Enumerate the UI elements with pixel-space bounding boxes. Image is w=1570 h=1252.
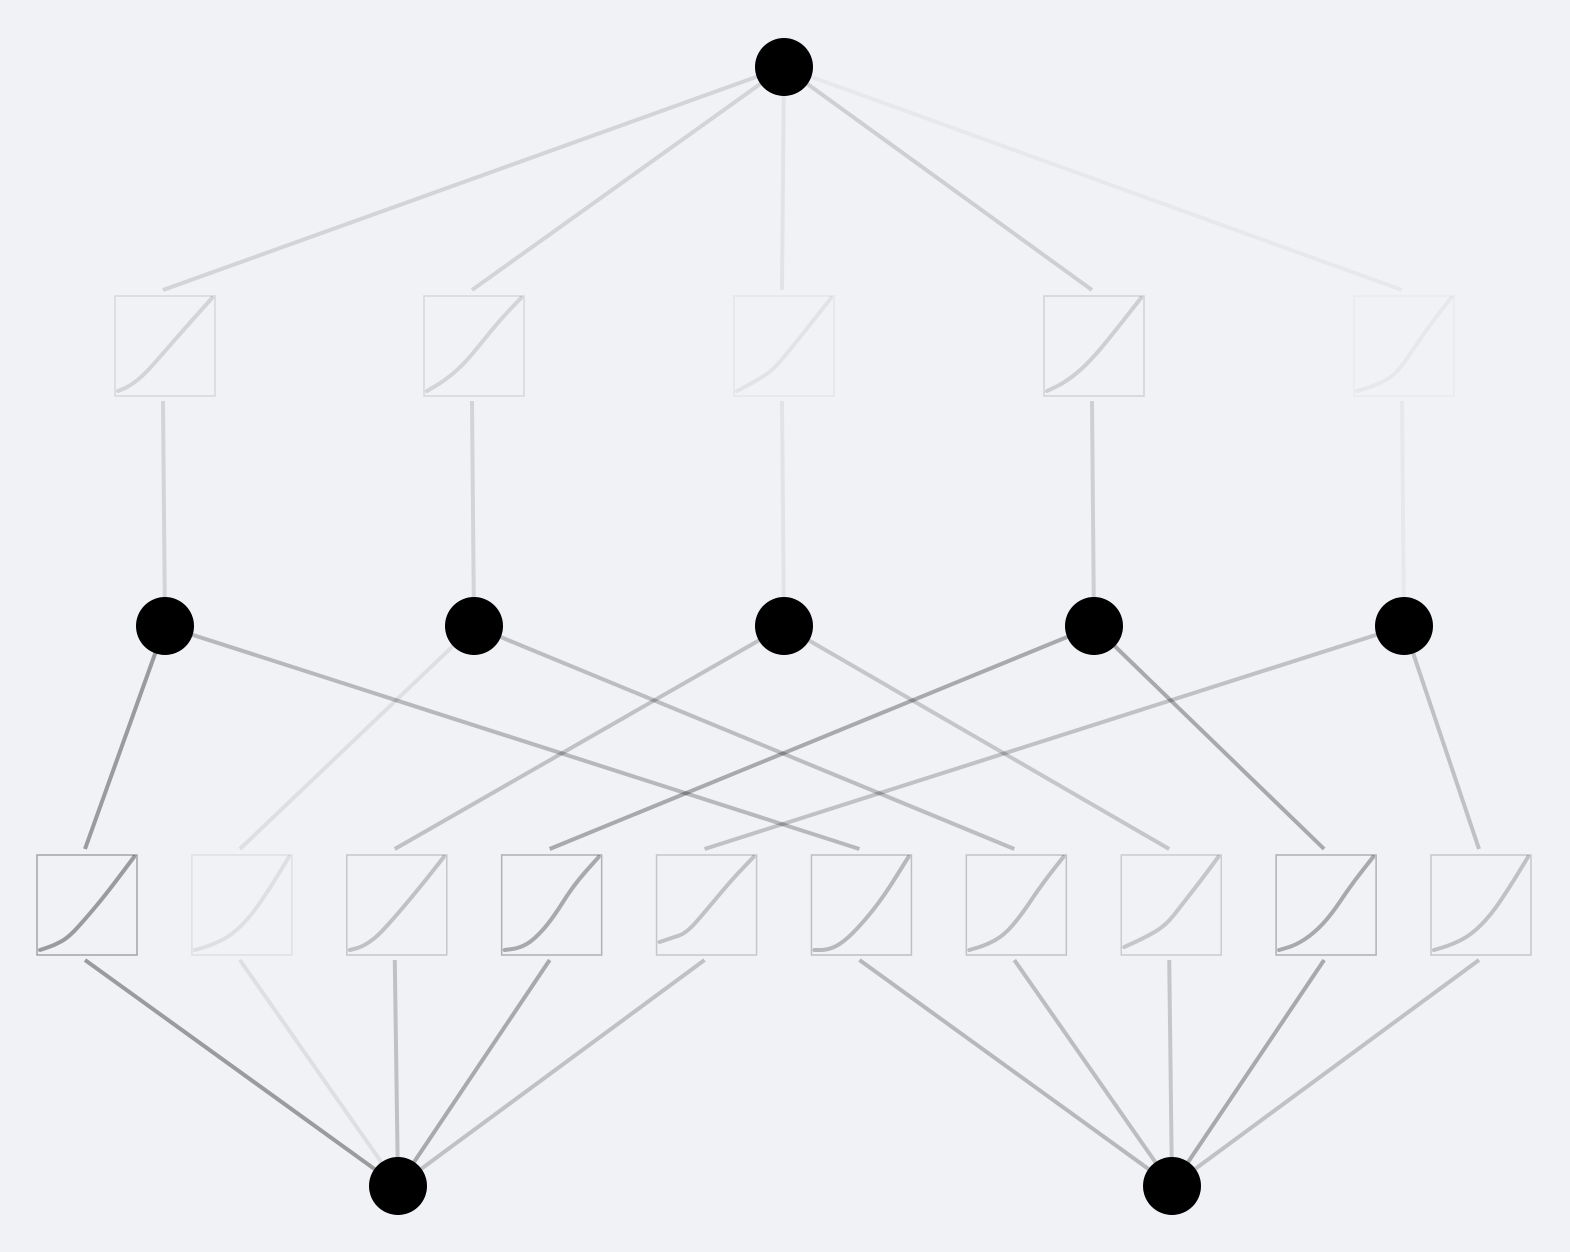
- edge-in: [392, 959, 400, 1187]
- edge-in: [1090, 400, 1096, 627]
- network-node: [755, 597, 813, 655]
- activation-curve: [38, 855, 136, 952]
- edge-in: [161, 400, 167, 627]
- edge-in: [470, 400, 476, 627]
- network-node: [136, 597, 194, 655]
- edge-out: [470, 65, 786, 292]
- activation-box: [346, 854, 448, 956]
- network-node: [369, 1157, 427, 1215]
- activation-curve: [347, 855, 446, 952]
- activation-group: [36, 295, 1532, 956]
- edge-out: [782, 65, 1094, 292]
- activation-box: [1275, 854, 1377, 956]
- activation-curve: [1045, 296, 1143, 393]
- edge-in: [1170, 958, 1326, 1188]
- edge-in: [858, 958, 1174, 1188]
- edge-out: [782, 624, 1171, 851]
- edge-out: [548, 624, 1095, 851]
- edge-out: [1092, 624, 1326, 851]
- activation-box: [810, 854, 913, 956]
- network-node: [755, 38, 813, 96]
- activation-curve: [1355, 296, 1453, 393]
- edge-in: [1167, 959, 1174, 1187]
- edge-group: [83, 65, 1481, 1188]
- activation-curve: [657, 855, 756, 944]
- activation-curve: [812, 855, 911, 952]
- edge-out: [473, 624, 1016, 851]
- activation-box: [1043, 295, 1145, 397]
- activation-box: [965, 854, 1068, 956]
- activation-box: [1430, 854, 1532, 956]
- edge-out: [393, 624, 785, 851]
- edge-in: [1012, 958, 1174, 1188]
- edge-out: [238, 624, 476, 851]
- activation-curve: [735, 296, 833, 393]
- activation-box: [36, 854, 138, 956]
- edge-out: [83, 625, 167, 850]
- edge-in: [1170, 958, 1481, 1188]
- edge-in: [83, 958, 400, 1188]
- activation-curve: [1277, 855, 1376, 952]
- activation-box: [733, 295, 835, 397]
- edge-in: [238, 958, 400, 1188]
- network-node: [1065, 597, 1123, 655]
- activation-curve: [116, 296, 214, 393]
- network-node: [1375, 597, 1433, 655]
- edge-in: [1400, 400, 1406, 627]
- activation-curve: [967, 855, 1066, 952]
- edge-in: [396, 958, 706, 1188]
- edge-in: [396, 958, 552, 1188]
- edge-out: [703, 624, 1405, 851]
- edge-in: [780, 400, 786, 627]
- edge-out: [1402, 625, 1481, 850]
- activation-curve: [502, 855, 601, 952]
- activation-box: [114, 295, 216, 397]
- edge-out: [783, 65, 1403, 292]
- activation-box: [500, 854, 603, 956]
- activation-curve: [425, 296, 523, 393]
- activation-curve: [1122, 855, 1221, 949]
- edge-out: [162, 65, 785, 292]
- edge-out: [164, 624, 861, 851]
- activation-box: [423, 295, 525, 397]
- activation-curve: [192, 855, 291, 952]
- activation-curve: [1432, 855, 1530, 952]
- network-node: [1143, 1157, 1201, 1215]
- activation-box: [1120, 854, 1222, 956]
- node-group: [136, 38, 1433, 1215]
- activation-box: [655, 854, 758, 956]
- edge-out: [780, 66, 786, 291]
- network-node: [445, 597, 503, 655]
- activation-box: [191, 854, 293, 956]
